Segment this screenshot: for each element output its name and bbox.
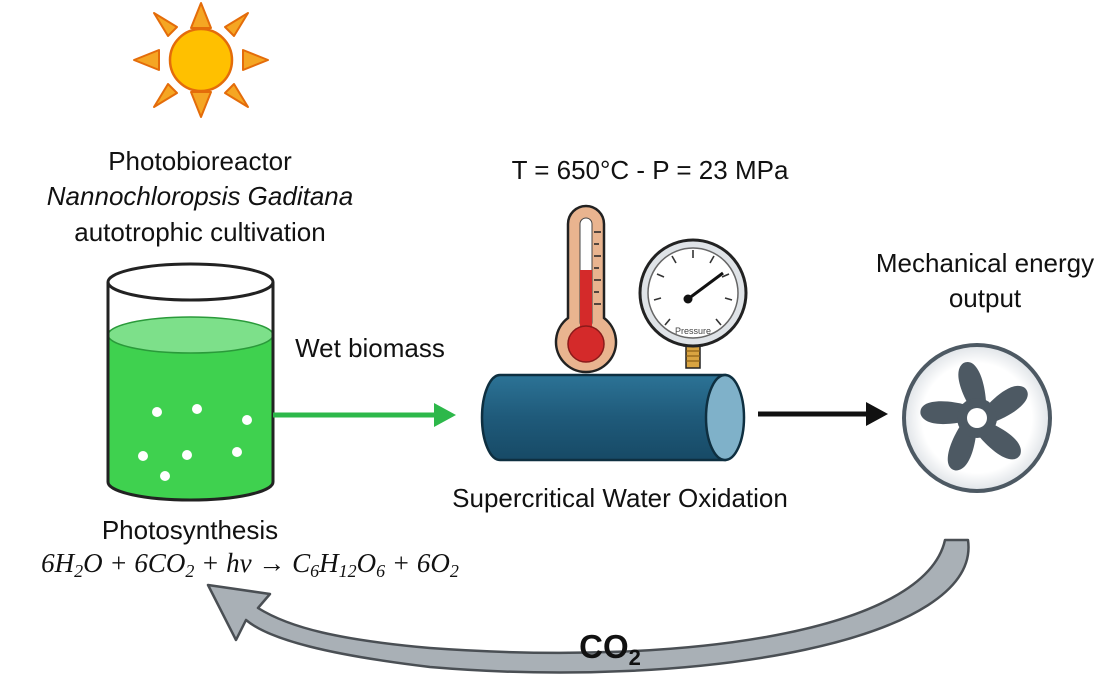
- cultivation-mode-label: autotrophic cultivation: [74, 217, 326, 247]
- reactor-icon: [480, 373, 746, 462]
- scwo-label: Supercritical Water Oxidation: [452, 483, 788, 513]
- reaction-conditions-label: T = 650°C - P = 23 MPa: [511, 155, 789, 185]
- species-label: Nannochloropsis Gaditana: [46, 181, 354, 211]
- energy-output-label-line1: Mechanical energy: [875, 248, 1095, 278]
- sun-icon: [133, 2, 269, 118]
- energy-output-label-line2: output: [948, 283, 1022, 313]
- photosynthesis-label: Photosynthesis: [101, 515, 279, 545]
- pressure-gauge-icon: [638, 238, 748, 369]
- co2-recycle-label: CO2: [579, 628, 641, 670]
- photosynthesis-equation: 6H2O + 6CO2 + hv → C6H12O6 + 6O2: [41, 548, 459, 581]
- wet-biomass-label: Wet biomass: [295, 333, 445, 363]
- photobioreactor-title: Photobioreactor: [108, 146, 292, 176]
- biomass-flow-arrow: [273, 403, 456, 427]
- fan-icon: [902, 343, 1052, 493]
- energy-flow-arrow: [758, 402, 888, 426]
- gauge-label: Pressure: [675, 326, 711, 336]
- co2-recycle-arrow: [206, 538, 970, 674]
- thermometer-icon: [554, 204, 618, 374]
- beaker-icon: [106, 262, 275, 502]
